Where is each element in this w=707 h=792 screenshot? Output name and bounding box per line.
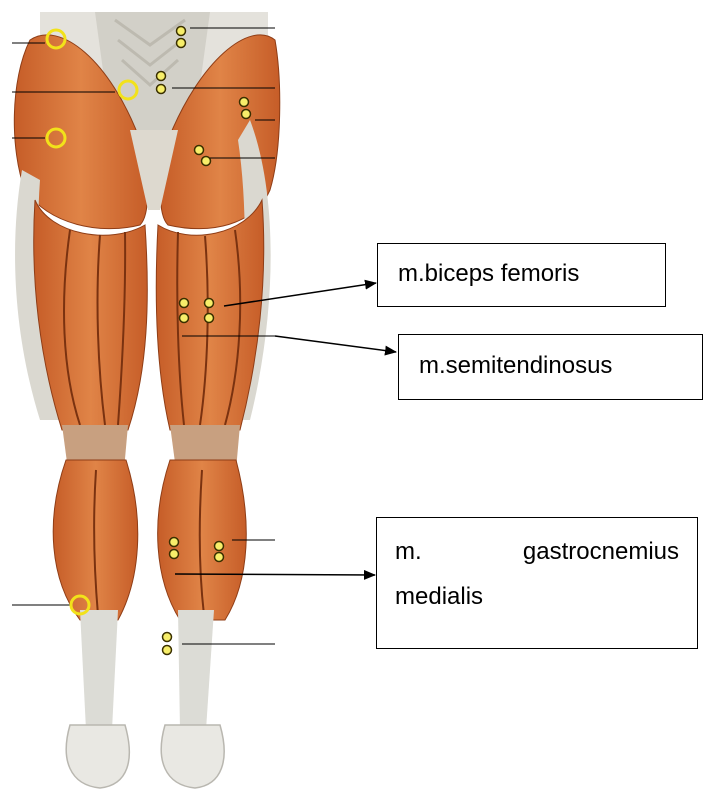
small-marker [163, 633, 172, 642]
label-biceps-femoris-text: m.biceps femoris [398, 260, 579, 287]
left-achilles-tendon [80, 610, 118, 730]
arrow-gastrocnemius [175, 574, 375, 575]
small-marker [180, 314, 189, 323]
small-marker [215, 553, 224, 562]
small-marker [205, 299, 214, 308]
label-gastrocnemius-word2: gastrocnemius [523, 536, 679, 567]
left-foot [66, 725, 129, 788]
small-marker [215, 542, 224, 551]
label-gastrocnemius-word3: medialis [395, 583, 483, 610]
label-semitendinosus: m.semitendinosus [398, 334, 703, 400]
small-marker [205, 314, 214, 323]
small-marker [180, 299, 189, 308]
small-marker [202, 157, 211, 166]
label-gastrocnemius-line2: medialis [395, 581, 679, 612]
small-marker [177, 27, 186, 36]
small-marker [157, 72, 166, 81]
label-gastrocnemius-line1: m. gastrocnemius [395, 536, 679, 567]
label-gastrocnemius-word1: m. [395, 536, 422, 567]
label-biceps-femoris: m.biceps femoris [377, 243, 666, 307]
label-semitendinosus-text: m.semitendinosus [419, 352, 612, 379]
label-gastrocnemius-medialis: m. gastrocnemius medialis [376, 517, 698, 649]
small-marker [170, 550, 179, 559]
small-marker [163, 646, 172, 655]
small-marker [242, 110, 251, 119]
arrow-semitendinosus [275, 336, 396, 352]
small-marker [240, 98, 249, 107]
right-achilles-tendon [178, 610, 214, 730]
small-marker [177, 39, 186, 48]
small-marker [170, 538, 179, 547]
small-marker [195, 146, 204, 155]
small-marker [157, 85, 166, 94]
right-foot [161, 725, 224, 788]
